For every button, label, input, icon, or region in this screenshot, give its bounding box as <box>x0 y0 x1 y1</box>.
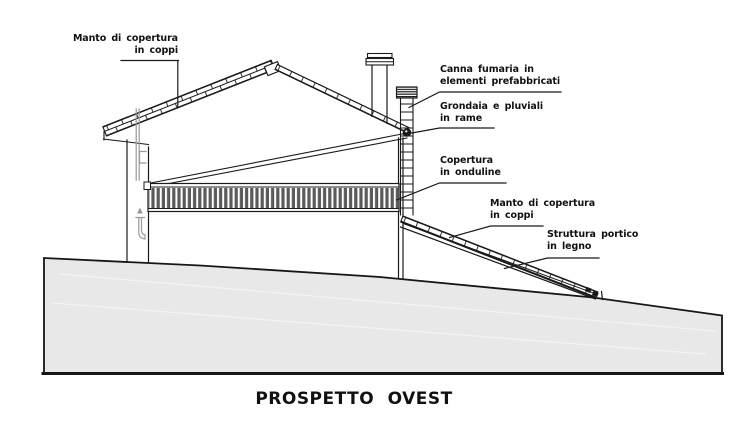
leader-struttura <box>503 257 600 270</box>
label-grondaia: Grondaia e pluviali in rame <box>440 101 543 125</box>
downpipe <box>135 108 147 240</box>
left-wall <box>126 139 150 264</box>
downpipe-upper <box>135 108 140 181</box>
leader-copertura <box>395 182 507 201</box>
flue-cap <box>395 86 418 99</box>
label-manto-copertura-top: Manto di copertura in coppi <box>73 33 178 57</box>
porch-sheathing <box>402 222 599 296</box>
drawing-title: PROSPETTO OVEST <box>255 389 453 409</box>
label-line: Manto di copertura <box>72 33 178 44</box>
label-copertura-onduline: Copertura in onduline <box>440 155 501 179</box>
prefab-flue <box>395 86 418 216</box>
downpipe-arrow <box>137 207 143 214</box>
main-roof-right-slope <box>274 63 410 134</box>
shed-roof-lines <box>147 132 408 189</box>
gutter-profile <box>402 128 412 137</box>
label-line: elementi prefabbricati <box>440 76 561 87</box>
label-line: Manto di copertura <box>490 198 596 209</box>
onduline-band <box>143 181 400 213</box>
porch-rafter <box>399 226 597 300</box>
label-struttura-portico: Struttura portico in legno <box>547 229 638 253</box>
ground-texture <box>51 273 716 355</box>
label-line: in coppi <box>490 210 534 221</box>
label-line: Grondaia e pluviali <box>440 101 544 112</box>
downpipe-lower <box>135 216 146 240</box>
label-line: Struttura portico <box>547 229 639 240</box>
chimney <box>365 52 395 125</box>
ground <box>43 257 723 374</box>
label-line: Canna fumaria in <box>440 64 534 75</box>
eave-soffit <box>102 130 150 146</box>
flue-rungs <box>400 103 414 209</box>
downpipe-bracket <box>138 150 147 164</box>
label-line: in onduline <box>440 167 501 178</box>
leader-manto-right <box>448 225 544 239</box>
leader-canna <box>408 91 562 109</box>
label-line: in legno <box>547 241 592 252</box>
label-canna-fumaria: Canna fumaria in elementi prefabbricati <box>440 64 560 88</box>
label-manto-copertura-right: Manto di copertura in coppi <box>490 198 595 222</box>
label-line: Copertura <box>440 155 493 166</box>
porch-foot <box>584 286 604 301</box>
flue-rails <box>399 97 414 216</box>
leader-grondaia <box>402 127 495 136</box>
label-line: in rame <box>440 113 483 124</box>
leader-manto-top <box>120 59 180 109</box>
label-line: in coppi <box>134 45 178 56</box>
main-roof-left-slope <box>102 59 276 137</box>
onduline-end-cap <box>143 181 151 190</box>
